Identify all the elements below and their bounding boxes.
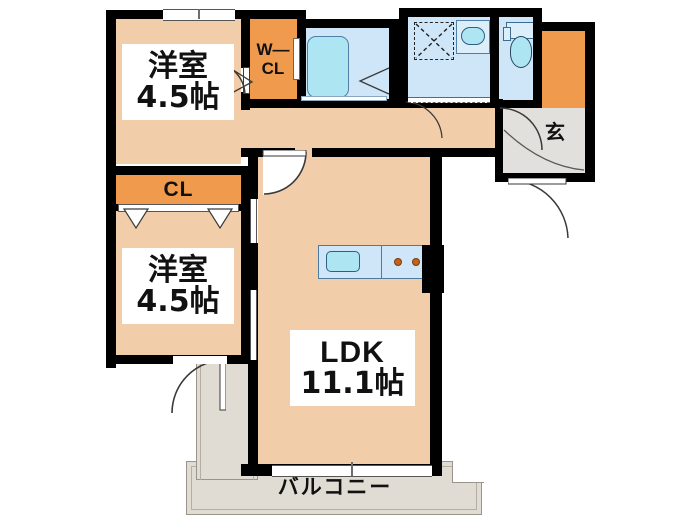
bath-door-panel (293, 38, 300, 80)
kitchen-counter-divider (381, 245, 383, 279)
walk-in-closet-label: W― CL (249, 28, 297, 90)
bedroom-north-size: 4.5帖 (136, 80, 220, 115)
door-walk-in-closet-icon[interactable] (228, 66, 254, 96)
sink-icon (326, 251, 360, 272)
walk-in-closet-fill (249, 18, 297, 100)
wall-corridor-top-between (241, 99, 503, 105)
west-service-balcony (196, 360, 258, 480)
ldk-name: LDK (320, 335, 385, 369)
washbasin-icon (461, 27, 485, 45)
closet-south-fold-arrows-icon[interactable] (118, 208, 239, 230)
corridor-floor (241, 104, 501, 156)
ldk-size: 11.1帖 (300, 366, 405, 401)
balcony-notch (452, 461, 484, 483)
door-washroom-sliding[interactable] (408, 97, 490, 103)
wall-ldk-left-upper (248, 157, 258, 199)
wall-toilet-bottom (490, 100, 542, 108)
window-north-bedroom-mid (198, 9, 200, 19)
bedroom-south-name: 洋室 (148, 252, 208, 288)
wall-bath-top (297, 19, 401, 28)
wall-washroom-left (399, 8, 408, 106)
bathtub-icon (307, 36, 349, 98)
wall-closet-south-top (106, 166, 251, 175)
balcony-label: バルコニー (277, 474, 393, 499)
wall-ldk-right (430, 148, 442, 476)
window-ldk-balcony-right (352, 465, 432, 477)
wall-toilet-right (533, 8, 542, 108)
door-entry-inner-swing-icon[interactable] (498, 106, 544, 152)
bedroom-north-label-block: 洋室 4.5帖 (122, 44, 234, 120)
ldk-floor (258, 156, 434, 472)
wall-north-bedroom-right (241, 10, 250, 68)
wall-washroom-top (399, 8, 499, 17)
wall-bath-right (389, 19, 399, 107)
bedroom-south-size: 4.5帖 (136, 284, 220, 319)
window-ldk-west-upper (250, 199, 257, 243)
wall-ldk-left (248, 357, 258, 476)
wall-entry-top (533, 22, 595, 31)
bath-threshold (301, 96, 387, 101)
ldk-label-block: LDK 11.1帖 (290, 330, 415, 406)
window-ldk-balcony-left (272, 465, 352, 477)
walk-in-closet-label-line1: W― (256, 39, 290, 59)
washer-space-icon (414, 22, 454, 60)
wall-bedroom-south-right (241, 166, 251, 362)
entrance-label: 玄 (545, 119, 565, 144)
window-ldk-balcony-mid (351, 462, 353, 476)
stove-burner-left-icon (394, 258, 402, 266)
stove-burner-right-icon (412, 258, 420, 266)
wall-toilet-top (490, 8, 542, 17)
wall-ldk-top (312, 148, 502, 157)
toilet-seat-stem (503, 27, 511, 41)
wall-washroom-right (490, 8, 499, 108)
toilet-icon (510, 36, 532, 68)
door-bath-fold-icon[interactable] (356, 66, 390, 96)
window-ldk-west-lower (250, 290, 257, 360)
closet-south-doors[interactable] (118, 204, 239, 212)
closet-south-label: CL (163, 177, 194, 201)
walk-in-closet-label-line2: CL (261, 59, 285, 78)
door-entrance-swing-icon[interactable] (508, 178, 570, 240)
wall-entry-left (495, 100, 503, 182)
wall-left-outer (106, 10, 116, 368)
door-ldk-swing-icon[interactable] (262, 150, 308, 196)
door-south-bedroom-swing-icon[interactable] (170, 358, 226, 414)
genkan-step-edge (503, 129, 585, 171)
bedroom-south-label-block: 洋室 4.5帖 (122, 248, 234, 324)
door-washroom-swing-icon[interactable] (404, 100, 444, 140)
bedroom-north-name: 洋室 (148, 48, 208, 84)
washer-space-cross-icon (415, 23, 453, 59)
closet-south-fill (116, 174, 241, 208)
wall-wcl-right (297, 10, 306, 104)
door-south-bedroom-opening[interactable] (173, 356, 227, 364)
wall-wcl-top (241, 10, 306, 19)
shoe-closet-fill (540, 30, 585, 108)
wall-entry-right (585, 22, 595, 182)
